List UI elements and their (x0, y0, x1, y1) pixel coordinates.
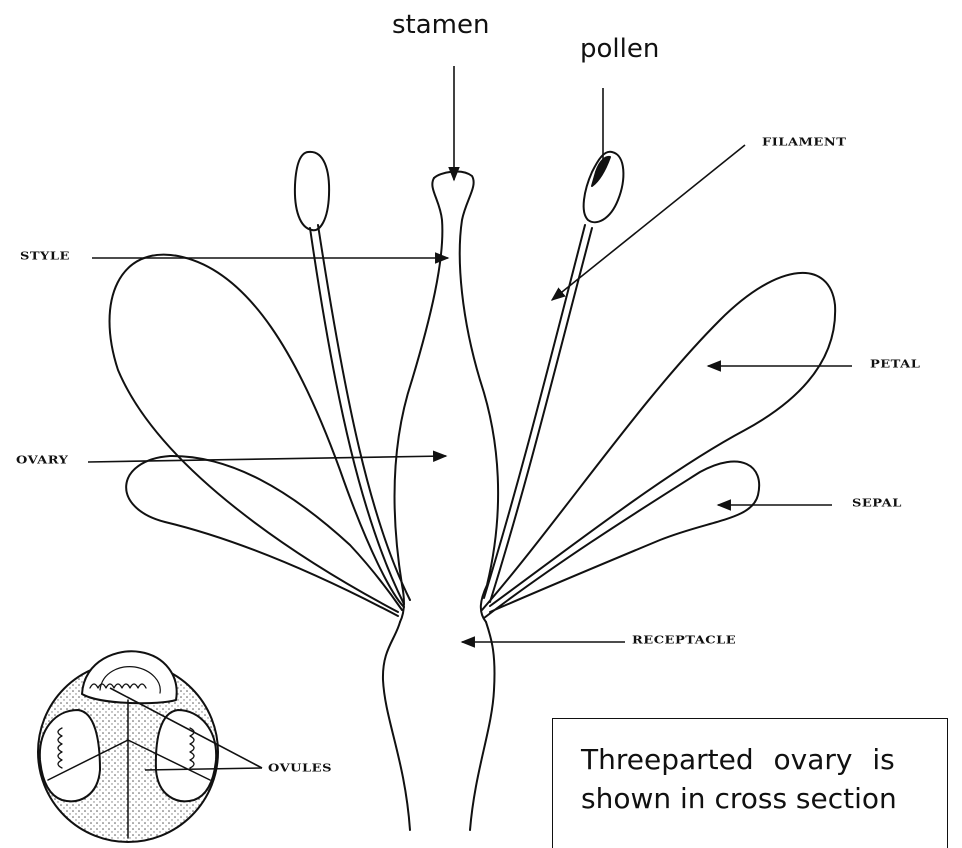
label-ovary: OVARY (16, 454, 68, 467)
label-style: STYLE (20, 250, 70, 263)
right-petal (482, 273, 835, 610)
receptacle (383, 622, 410, 830)
ovary-arrow (88, 456, 446, 462)
pointer-lines (88, 66, 852, 770)
caption-box: Threeparted ovary is shown in cross sect… (552, 718, 948, 848)
label-stamen: stamen (392, 10, 489, 40)
filament-arrow (552, 145, 745, 300)
label-ovules: OVULES (268, 762, 332, 775)
caption-line-1: Threeparted ovary is (581, 743, 895, 776)
label-petal: PETAL (870, 358, 920, 371)
label-pollen: pollen (580, 34, 659, 64)
pistil (434, 172, 498, 622)
caption-line-2: shown in cross section (581, 782, 897, 815)
label-receptacle: RECEPTACLE (632, 634, 736, 647)
left-anther (295, 152, 329, 230)
ovary-cross-section (38, 651, 218, 842)
label-sepal: SEPAL (852, 497, 902, 510)
right-filament (484, 225, 585, 598)
label-filament: FILAMENT (762, 136, 846, 149)
left-petal (110, 255, 404, 612)
